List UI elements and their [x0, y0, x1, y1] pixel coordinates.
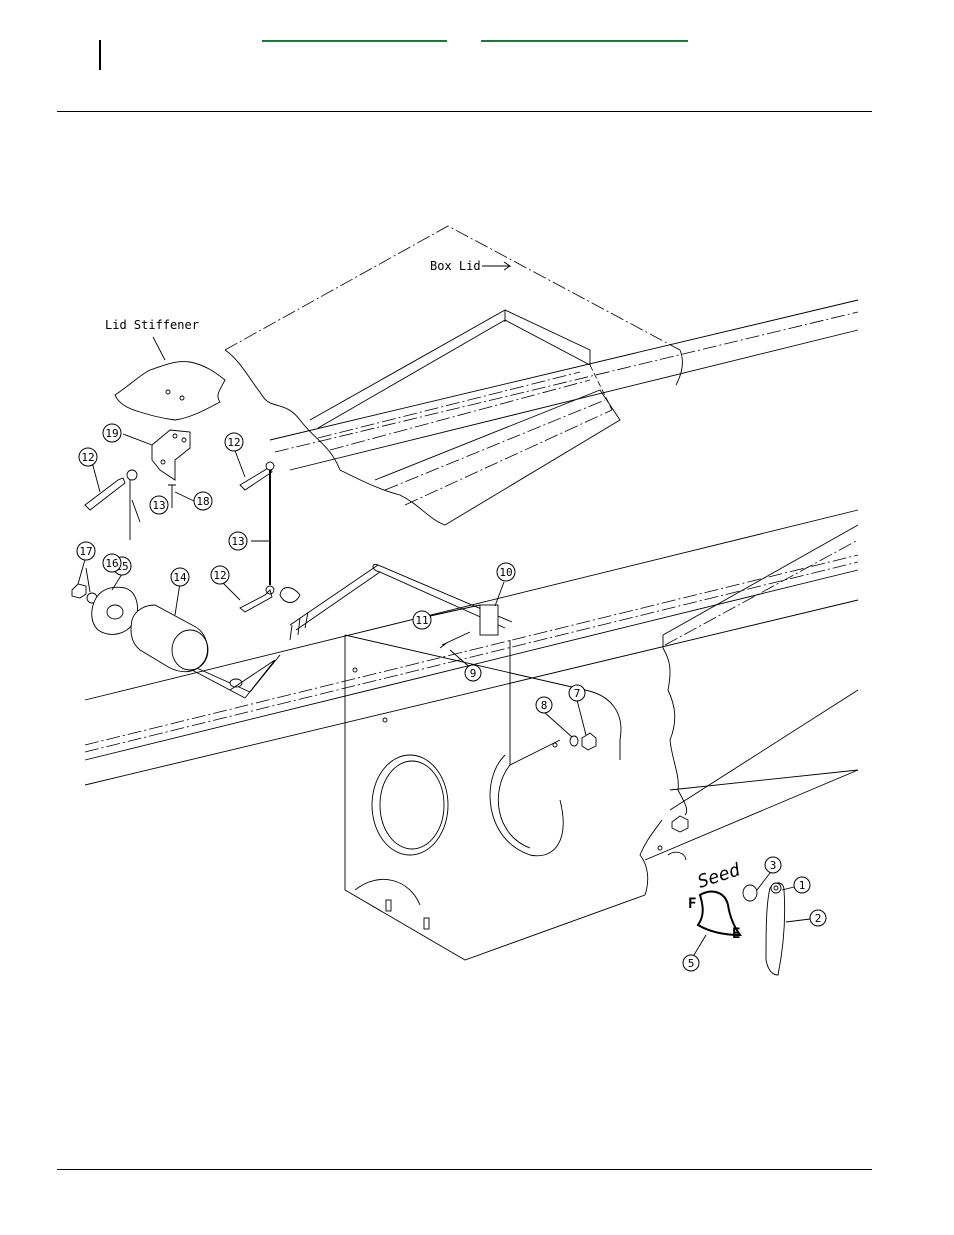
header-margin-mark [99, 40, 101, 70]
svg-text:12: 12 [213, 569, 226, 582]
small-fasteners [71, 461, 689, 861]
svg-text:18: 18 [196, 495, 209, 508]
svg-text:19: 19 [105, 427, 118, 440]
weight-disc-and-roller [91, 586, 209, 673]
header-rule [57, 111, 872, 112]
callout-13-right: 13 [228, 531, 248, 551]
bracket-part [151, 429, 191, 481]
box-lid-label: Box Lid [430, 259, 481, 273]
svg-text:12: 12 [81, 451, 94, 464]
header-link-right[interactable] [481, 40, 688, 42]
callout-12-left: 12 [78, 447, 98, 467]
svg-text:12: 12 [227, 436, 240, 449]
callout-9: 9 [464, 664, 482, 682]
seed-rate-handle [696, 882, 786, 976]
svg-text:1: 1 [799, 879, 806, 892]
full-letter-label: F [688, 896, 696, 912]
svg-text:14: 14 [173, 571, 187, 584]
callout-13-left: 13 [149, 495, 169, 515]
svg-text:10: 10 [499, 566, 512, 579]
svg-text:13: 13 [231, 535, 244, 548]
callout-7: 7 [568, 684, 586, 702]
svg-text:11: 11 [415, 614, 428, 627]
callout-11: 11 [412, 610, 432, 630]
lid-stiffener-label: Lid Stiffener [105, 318, 199, 332]
svg-text:7: 7 [574, 687, 581, 700]
callout-10: 10 [496, 562, 516, 582]
svg-text:8: 8 [541, 699, 548, 712]
side-plate [344, 634, 646, 961]
svg-text:3: 3 [770, 859, 777, 872]
svg-text:13: 13 [152, 499, 165, 512]
callout-17: 17 [76, 541, 96, 561]
header-link-left[interactable] [262, 40, 447, 42]
callout-8: 8 [535, 696, 553, 714]
callout-16: 16 [102, 553, 122, 573]
svg-text:17: 17 [79, 545, 92, 558]
callout-2: 2 [809, 909, 827, 927]
svg-text:5: 5 [688, 957, 695, 970]
svg-text:16: 16 [105, 557, 118, 570]
callout-12-lower: 12 [210, 565, 230, 585]
callout-19: 19 [102, 423, 122, 443]
seed-label: Seed [695, 859, 744, 893]
lid-stiffener-part [114, 361, 226, 421]
empty-letter-label: E [732, 926, 740, 942]
callout-1: 1 [793, 876, 811, 894]
agitator-shaft [109, 563, 561, 766]
right-hopper [639, 524, 859, 896]
callout-18: 18 [193, 491, 213, 511]
callout-12-upper: 12 [224, 432, 244, 452]
svg-text:2: 2 [815, 912, 822, 925]
callout-14: 14 [170, 567, 190, 587]
callout-3: 3 [764, 856, 782, 874]
box-lid-outline [224, 225, 683, 526]
callout-5: 5 [682, 954, 700, 972]
footer-rule [57, 1169, 872, 1170]
svg-text:9: 9 [470, 667, 477, 680]
